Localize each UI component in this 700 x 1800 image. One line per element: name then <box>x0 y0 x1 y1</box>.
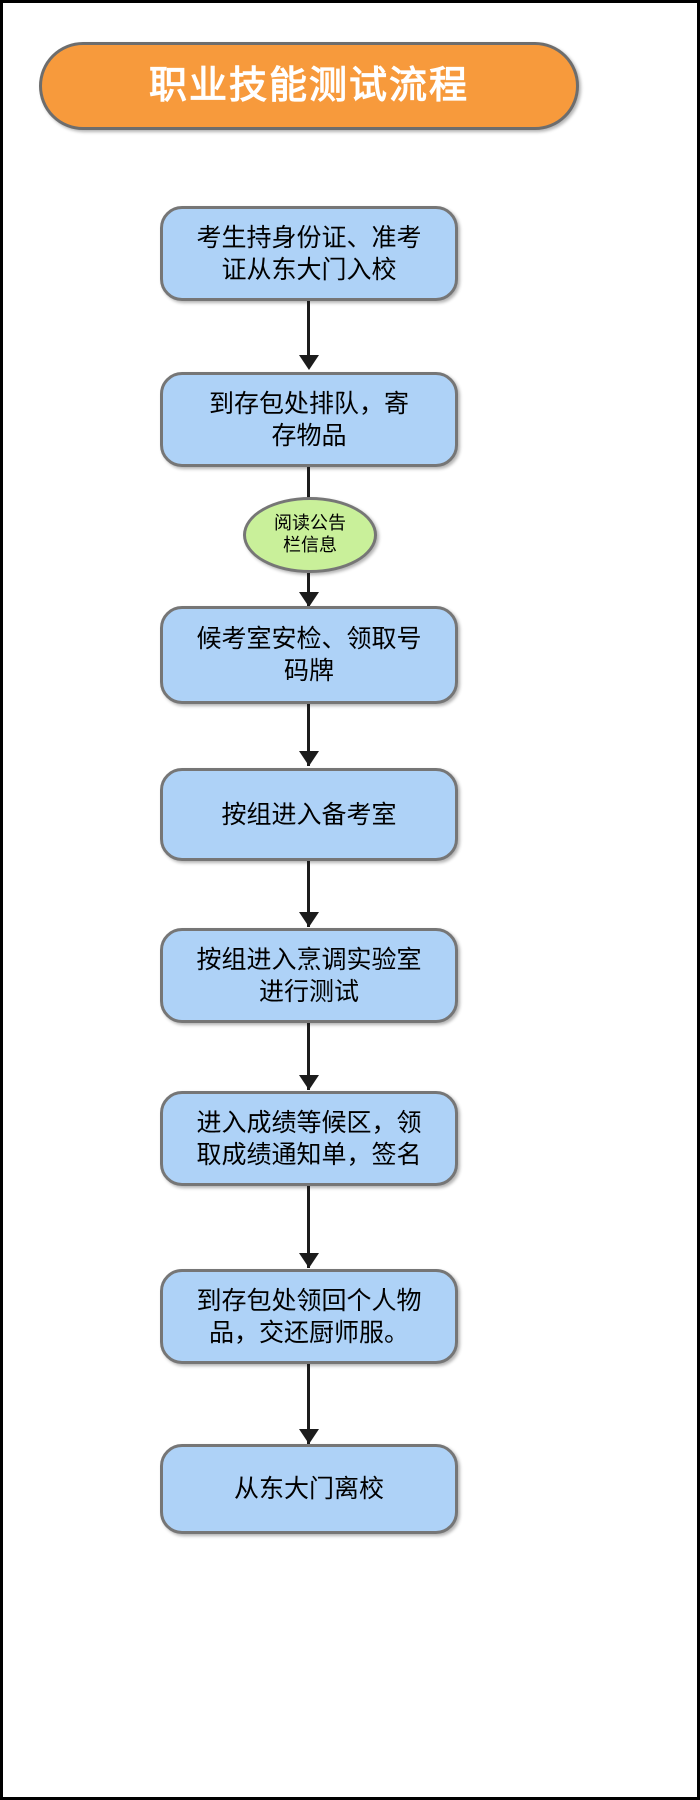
flow-node-n2[interactable]: 到存包处排队，寄 存物品 <box>160 372 458 467</box>
arrowhead-n3-n4-icon <box>299 592 319 607</box>
arrowhead-n4-n5-icon <box>299 751 319 766</box>
page-title: 职业技能测试流程 <box>148 63 469 108</box>
flow-node-n4[interactable]: 候考室安检、领取号 码牌 <box>160 606 458 704</box>
arrowhead-n1-n2-icon <box>299 355 319 370</box>
flow-node-n7-label: 进入成绩等候区，领 取成绩通知单，签名 <box>196 1107 422 1169</box>
flow-node-n1-label: 考生持身份证、准考 证从东大门入校 <box>196 222 422 284</box>
connector-n3-n4 <box>307 573 310 607</box>
arrowhead-n7-n8-icon <box>299 1253 319 1268</box>
flow-node-n6[interactable]: 按组进入烹调实验室 进行测试 <box>160 928 458 1023</box>
connector-n7-n8 <box>307 1186 310 1268</box>
flow-node-n8-label: 到存包处领回个人物 品，交还厨师服。 <box>196 1285 422 1347</box>
flow-node-n3-label: 阅读公告 栏信息 <box>274 512 346 557</box>
connector-n2-n3 <box>307 467 310 513</box>
flow-node-n5[interactable]: 按组进入备考室 <box>160 768 458 861</box>
flow-node-n1[interactable]: 考生持身份证、准考 证从东大门入校 <box>160 206 458 301</box>
flow-node-n7[interactable]: 进入成绩等候区，领 取成绩通知单，签名 <box>160 1091 458 1186</box>
flow-node-n6-label: 按组进入烹调实验室 进行测试 <box>196 944 422 1006</box>
flow-node-n5-label: 按组进入备考室 <box>221 799 397 829</box>
arrowhead-n5-n6-icon <box>299 912 319 927</box>
flow-node-n9[interactable]: 从东大门离校 <box>160 1444 458 1534</box>
arrowhead-n8-n9-icon <box>299 1429 319 1444</box>
connector-n6-n7 <box>307 1023 310 1090</box>
flowchart-title-banner: 职业技能测试流程 <box>39 42 579 130</box>
flow-node-n3[interactable]: 阅读公告 栏信息 <box>243 497 377 573</box>
flow-node-n9-label: 从东大门离校 <box>233 1474 384 1503</box>
arrowhead-n6-n7-icon <box>299 1075 319 1090</box>
flow-node-n4-label: 候考室安检、领取号 码牌 <box>196 624 422 685</box>
flow-node-n8[interactable]: 到存包处领回个人物 品，交还厨师服。 <box>160 1269 458 1364</box>
connector-n4-n5 <box>307 704 310 766</box>
flow-node-n2-label: 到存包处排队，寄 存物品 <box>208 388 409 450</box>
flowchart-canvas: 职业技能测试流程 考生持身份证、准考 证从东大门入校 到存包处排队，寄 存物品 … <box>3 3 697 1797</box>
connector-n8-n9 <box>307 1364 310 1444</box>
connector-n5-n6 <box>307 861 310 927</box>
connector-n1-n2 <box>307 301 310 357</box>
